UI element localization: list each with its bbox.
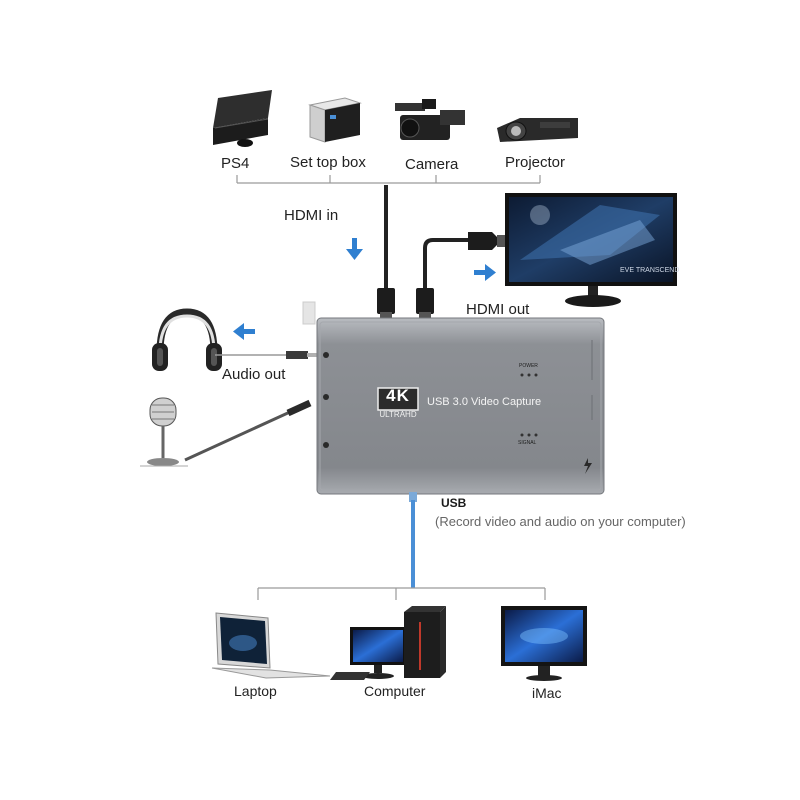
set-top-box-icon <box>308 97 362 143</box>
set-top-box-label: Set top box <box>290 154 366 171</box>
hdmi-in-arrow <box>346 238 363 260</box>
imac-label: iMac <box>532 685 562 701</box>
audio-out-arrow <box>233 323 255 340</box>
hdmi-out-cable <box>416 232 505 320</box>
source-bracket <box>236 175 541 184</box>
audio-out-cable <box>215 351 317 359</box>
computer-bracket <box>257 587 546 600</box>
4k-badge <box>377 387 419 411</box>
laptop-icon <box>211 612 331 679</box>
ps4-icon <box>213 90 272 147</box>
hdmi-in-cable <box>377 185 395 320</box>
usb-cable <box>409 492 417 588</box>
laptop-label: Laptop <box>234 683 277 699</box>
capture-device <box>302 301 605 495</box>
hdmi-out-arrow <box>474 264 496 281</box>
usb-note: (Record video and audio on your computer… <box>435 514 686 529</box>
device-signal-label: SIGNAL <box>518 440 537 446</box>
computer-label: Computer <box>364 683 426 699</box>
usb-label: USB <box>441 496 467 510</box>
computer-icon <box>330 606 446 680</box>
device-badge-main: 4K <box>386 386 410 405</box>
monitor-screen-text: EVE TRANSCEND <box>620 267 679 274</box>
device-power-label: POWER <box>519 363 538 369</box>
mic-cable <box>184 399 312 462</box>
ps4-label: PS4 <box>221 155 250 172</box>
imac-icon <box>501 606 587 681</box>
microphone-icon <box>140 397 188 467</box>
projector-icon <box>497 118 578 142</box>
hdmi-out-label: HDMI out <box>466 301 530 318</box>
device-name: USB 3.0 Video Capture <box>427 396 542 408</box>
audio-out-label: Audio out <box>222 366 286 383</box>
camera-label: Camera <box>405 156 459 173</box>
camera-icon <box>395 99 465 140</box>
monitor-icon: EVE TRANSCEND <box>505 193 679 307</box>
device-badge-sub: ULTRAHD <box>379 410 417 419</box>
hdmi-in-label: HDMI in <box>284 207 339 224</box>
projector-label: Projector <box>505 154 566 171</box>
headphones-icon <box>152 308 222 371</box>
